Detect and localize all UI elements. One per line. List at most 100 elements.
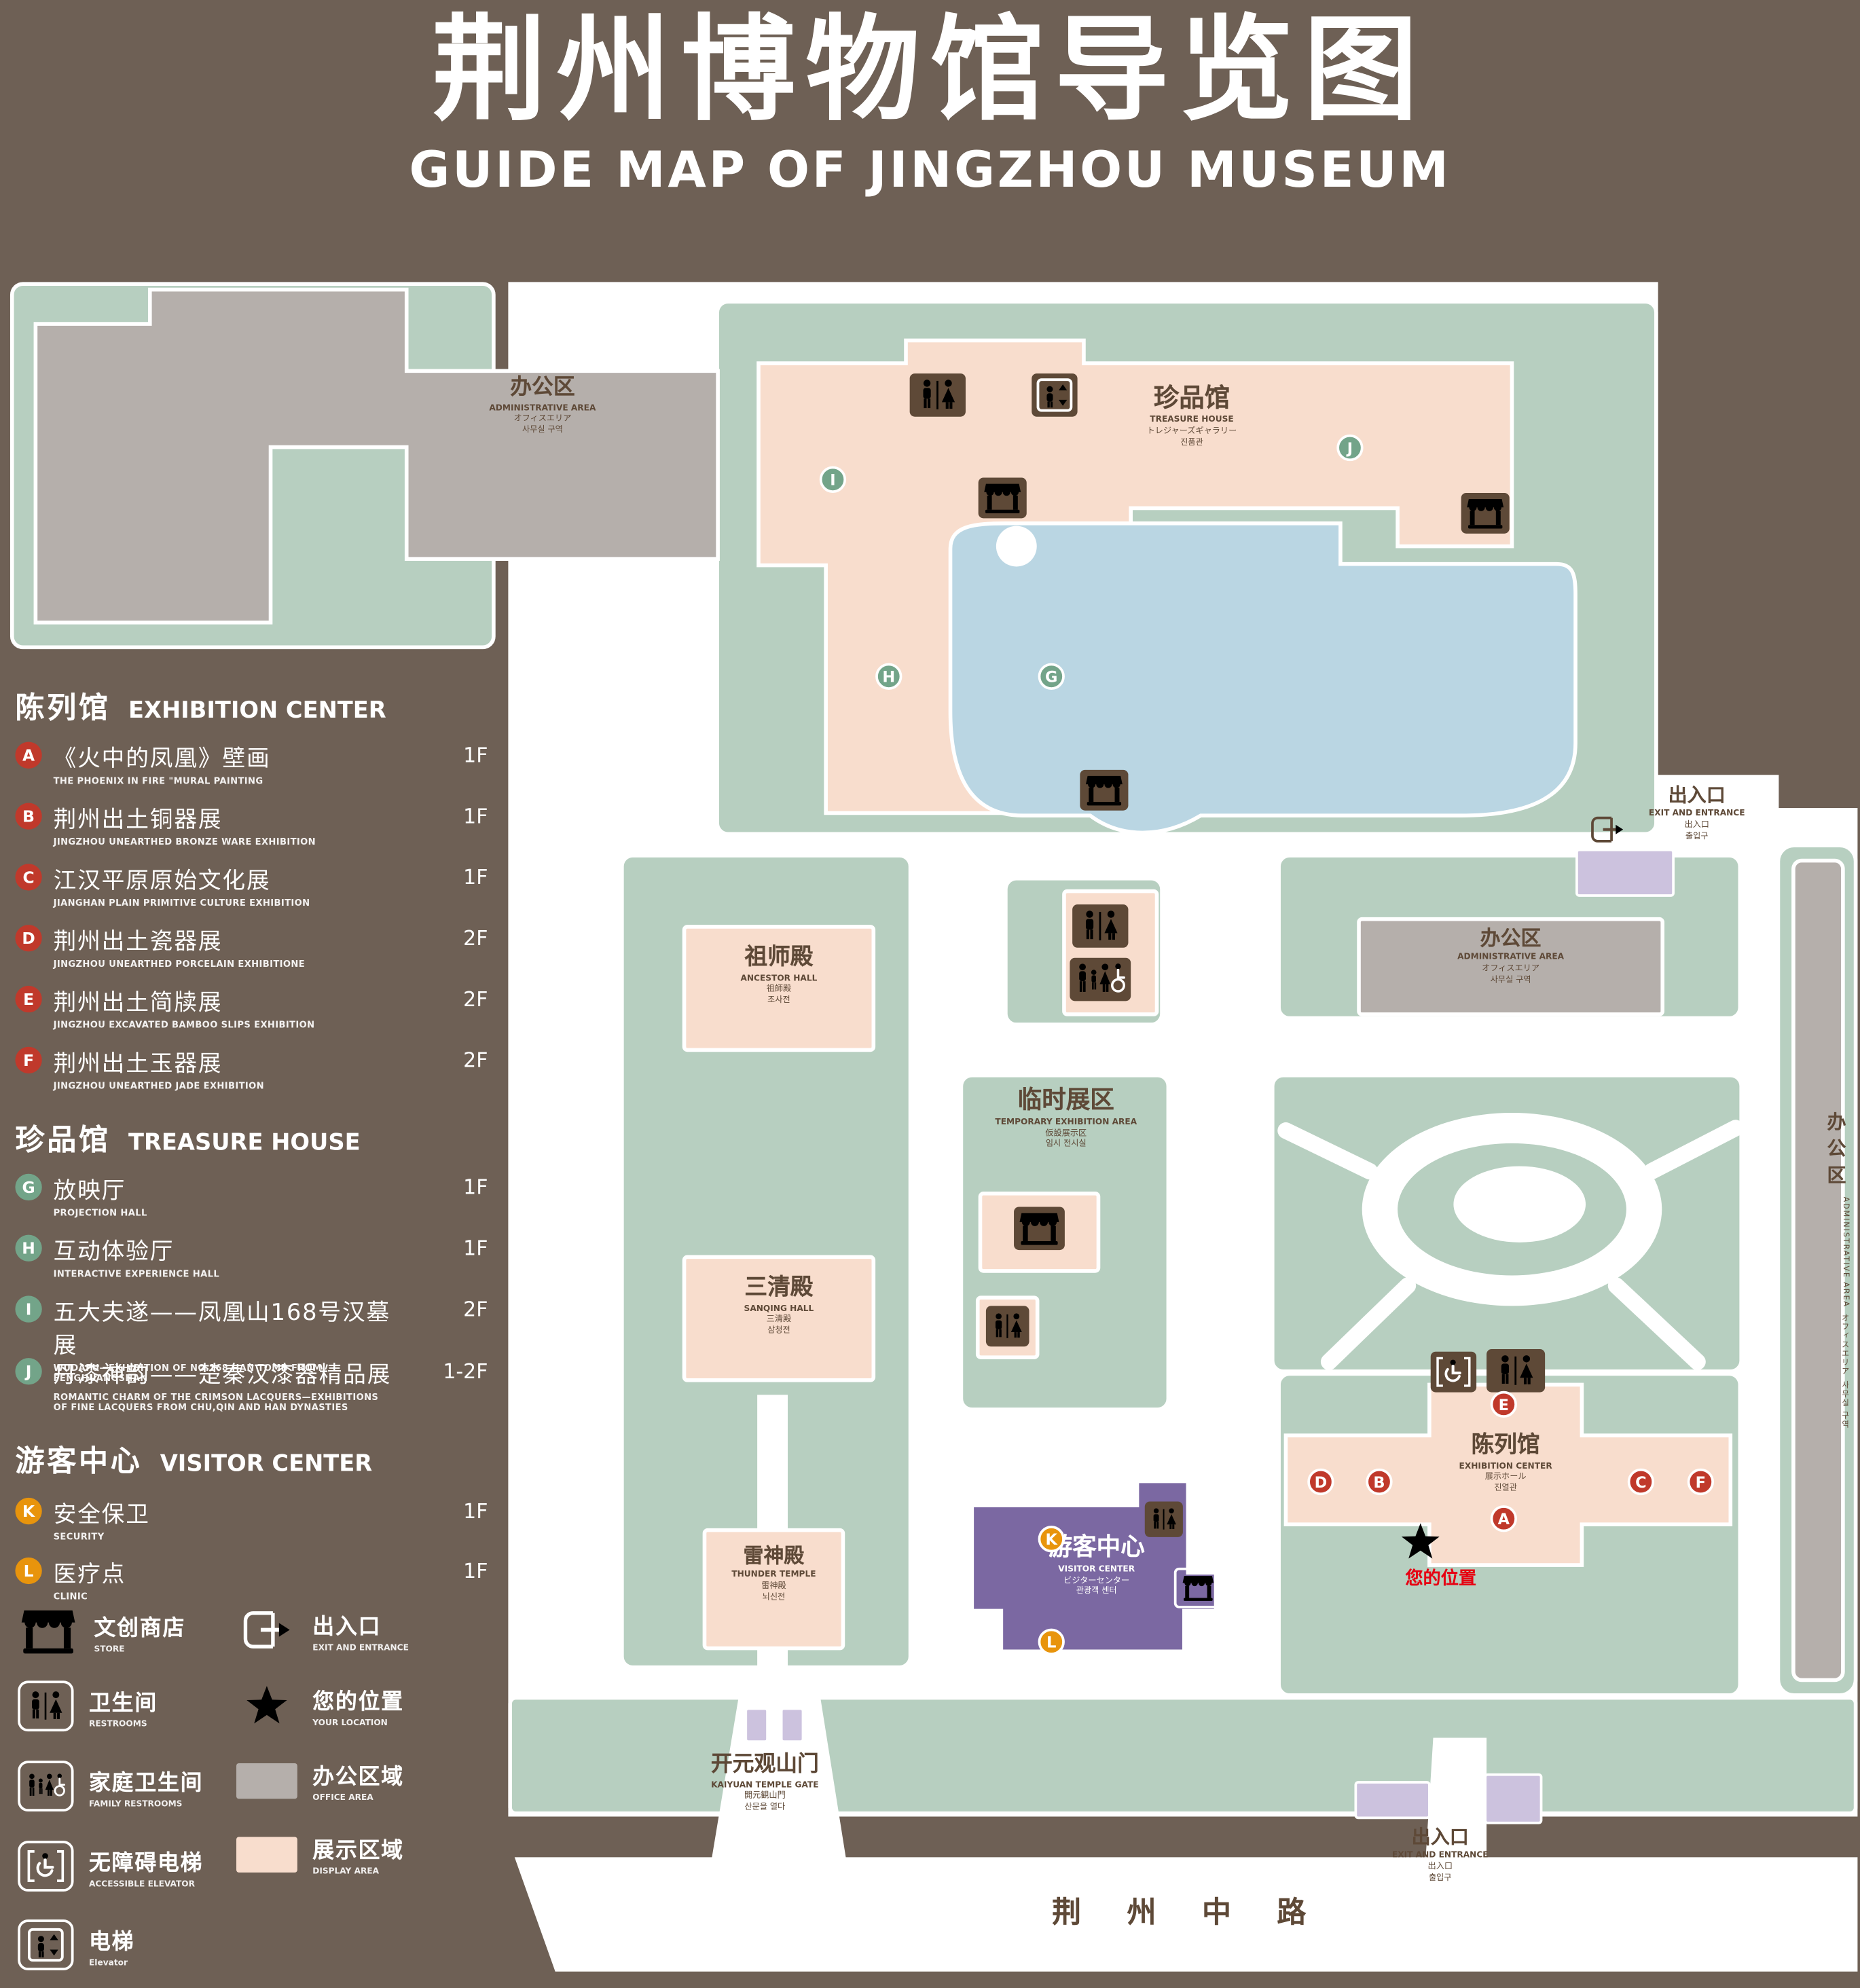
item-floor: 2F bbox=[463, 1048, 488, 1073]
ancestor-hall-building bbox=[682, 925, 876, 1052]
label-ja: オフィスエリア bbox=[513, 413, 572, 424]
store-icon bbox=[1014, 1207, 1065, 1251]
label-ko: 진열관 bbox=[1494, 1482, 1517, 1493]
symbol-zh: 家庭卫生间 bbox=[88, 1770, 204, 1796]
exit-icon bbox=[236, 1607, 297, 1653]
store-icon bbox=[1461, 492, 1510, 534]
marker-badge: K bbox=[15, 1497, 42, 1525]
entrance-bottom-structure-left bbox=[1354, 1781, 1431, 1820]
label-zh: 珍品馆 bbox=[1153, 382, 1230, 413]
item-en: JINGZHOU UNEARTHED BRONZE WARE EXHIBITIO… bbox=[53, 836, 316, 847]
label-zh: 陈列馆 bbox=[1471, 1431, 1540, 1458]
label-en: VISITOR CENTER bbox=[1058, 1563, 1135, 1574]
family-restroom-icon bbox=[1070, 957, 1131, 1001]
label-zh: 办公区 bbox=[510, 374, 575, 401]
label-en: TREASURE HOUSE bbox=[1150, 413, 1234, 424]
label-zh: 临时展区 bbox=[1017, 1086, 1114, 1114]
label-entrance-top: 出入口 EXIT AND ENTRANCE 出入口 출입구 bbox=[1637, 784, 1757, 841]
item-floor: 1F bbox=[463, 1236, 488, 1261]
item-zh: 荆州出土瓷器展 bbox=[53, 928, 223, 955]
label-zh: 办公区 bbox=[1824, 1111, 1848, 1192]
label-visitor-center: 游客中心 VISITOR CENTER ビジターセンター 관광객 센터 bbox=[1004, 1534, 1189, 1597]
label-ko: 사무실 구역 bbox=[522, 424, 563, 435]
item-en: PROJECTION HALL bbox=[53, 1208, 147, 1219]
item-floor: 1F bbox=[463, 1175, 488, 1200]
label-zh: 开元观山门 bbox=[710, 1752, 819, 1778]
legend-heading-treasure: 珍品馆 TREASURE HOUSE bbox=[15, 1116, 360, 1159]
accessible-elevator-icon bbox=[18, 1841, 74, 1892]
symbol-zh: 文创商店 bbox=[94, 1615, 186, 1641]
symbol-zh: 展示区域 bbox=[312, 1838, 404, 1864]
item-en: INTERACTIVE EXPERIENCE HALL bbox=[53, 1269, 220, 1280]
item-en: THE PHOENIX IN FIRE "MURAL PAINTING bbox=[53, 776, 263, 787]
label-ko: 삼청전 bbox=[767, 1325, 790, 1336]
label-zh: 祖师殿 bbox=[744, 944, 814, 971]
label-ko: 진품관 bbox=[1180, 436, 1203, 447]
item-en: ROMANTIC CHARM OF THE CRIMSON LACQUERS—E… bbox=[53, 1392, 379, 1413]
map-marker-H: H bbox=[875, 663, 902, 690]
label-admin-strip: 办公区 ADMINISTRATIVE AREA オフィスエリア 사무실 구역 bbox=[1787, 889, 1850, 1652]
location-star-icon bbox=[1400, 1522, 1441, 1562]
map-marker-B: B bbox=[1366, 1468, 1393, 1496]
store-icon bbox=[978, 477, 1027, 519]
restroom-icon bbox=[1072, 904, 1129, 948]
map-marker-L: L bbox=[1038, 1628, 1065, 1655]
marker-badge: B bbox=[15, 803, 42, 830]
symbol-en: OFFICE AREA bbox=[312, 1792, 373, 1803]
sanqing-hall-building bbox=[682, 1255, 876, 1382]
item-zh: 医疗点 bbox=[53, 1561, 126, 1588]
map-marker-J: J bbox=[1336, 434, 1364, 462]
label-ko: 출입구 bbox=[1428, 1872, 1452, 1883]
office-area-swatch bbox=[236, 1763, 297, 1799]
label-ja: 開元観山門 bbox=[744, 1790, 786, 1801]
heading-en: TREASURE HOUSE bbox=[128, 1129, 361, 1156]
map-marker-C: C bbox=[1627, 1468, 1655, 1496]
admin-building-strip bbox=[1791, 858, 1845, 1682]
heading-zh: 游客中心 bbox=[15, 1446, 143, 1479]
item-zh: 放映厅 bbox=[53, 1177, 126, 1204]
item-zh: 五大夫遂——凤凰山168号汉墓展 bbox=[53, 1300, 391, 1359]
item-floor: 1F bbox=[463, 1558, 488, 1583]
symbol-zh: 无障碍电梯 bbox=[88, 1850, 204, 1876]
item-zh: 荆州出土玉器展 bbox=[53, 1050, 223, 1078]
label-en: EXIT AND ENTRANCE bbox=[1391, 1849, 1489, 1860]
symbol-zh: 办公区域 bbox=[312, 1764, 404, 1790]
item-zh: 互动体验厅 bbox=[53, 1238, 175, 1266]
label-admin-right: 办公区 ADMINISTRATIVE AREA オフィスエリア 사무실 구역 bbox=[1366, 925, 1656, 985]
item-zh: 丹漆神韵——楚秦汉漆器精品展 bbox=[53, 1361, 392, 1389]
map-marker-E: E bbox=[1490, 1391, 1517, 1418]
restroom-icon bbox=[985, 1306, 1029, 1347]
heading-en: EXHIBITION CENTER bbox=[128, 697, 386, 724]
label-ko: 조사전 bbox=[767, 995, 790, 1006]
symbol-en: STORE bbox=[94, 1643, 125, 1654]
restroom-icon bbox=[1487, 1349, 1546, 1393]
label-ja: ビジターセンター bbox=[1063, 1575, 1130, 1585]
label-ja: オフィスエリア bbox=[1840, 1313, 1849, 1376]
label-treasure-house: 珍品馆 TREASURE HOUSE トレジャーズギャラリー 진품관 bbox=[1071, 382, 1312, 447]
legend-item-G: G 放映厅 PROJECTION HALL 1F bbox=[15, 1173, 505, 1218]
label-ko: 사무실 구역 bbox=[1490, 974, 1531, 984]
label-en: TEMPORARY EXHIBITION AREA bbox=[995, 1116, 1137, 1127]
label-zh: 办公区 bbox=[1480, 925, 1542, 951]
marker-badge: G bbox=[15, 1173, 42, 1201]
item-en: JINGZHOU EXCAVATED BAMBOO SLIPS EXHIBITI… bbox=[53, 1020, 315, 1031]
your-location-label: 您的位置 bbox=[1405, 1568, 1477, 1589]
symbol-zh: 电梯 bbox=[88, 1929, 135, 1955]
label-ja: 雷神殿 bbox=[761, 1580, 786, 1591]
marker-badge: A bbox=[15, 741, 42, 769]
symbol-en: RESTROOMS bbox=[88, 1718, 147, 1729]
item-en: WUDAFU—EXHIBITION OF NO.168 HAN TOMB FRO… bbox=[53, 1363, 322, 1384]
legend-heading-exhibition: 陈列馆 EXHIBITION CENTER bbox=[15, 684, 386, 727]
map-marker-I: I bbox=[819, 466, 847, 493]
item-floor: 2F bbox=[463, 925, 488, 951]
exit-icon bbox=[1588, 813, 1626, 846]
item-zh: 安全保卫 bbox=[53, 1501, 150, 1528]
